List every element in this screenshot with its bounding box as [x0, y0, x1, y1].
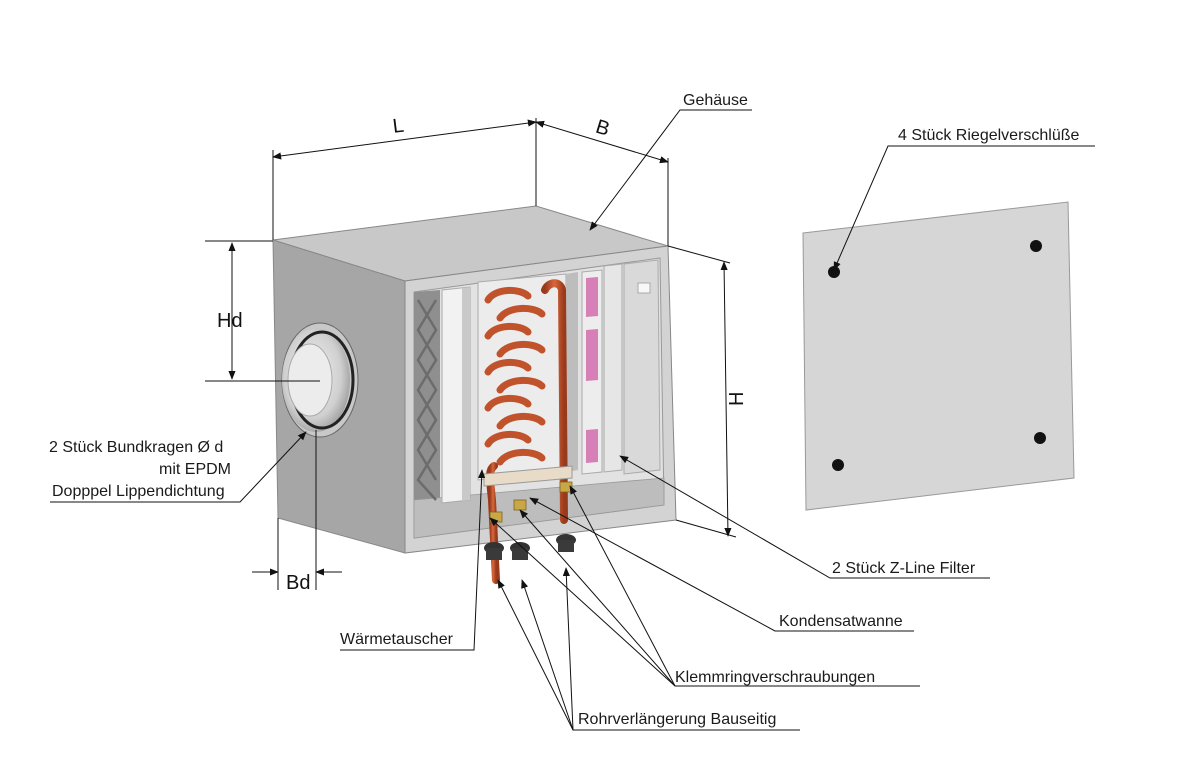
leader-lines [50, 109, 1095, 731]
interior-floor [413, 477, 665, 539]
latch-icon [1030, 240, 1042, 252]
latch-icon [828, 266, 840, 278]
latch-icon [832, 459, 844, 471]
label-pipe-extension: Rohrverlängerung Bauseitig [578, 711, 776, 728]
dim-label-B: B [593, 116, 612, 141]
inlet-lattice [416, 299, 438, 501]
dim-label-L: L [391, 115, 405, 138]
label-heat-exchanger: Wärmetauscher [340, 631, 454, 648]
latch-icon [1034, 432, 1046, 444]
service-panel [802, 201, 1075, 511]
dim-label-Bd: Bd [286, 572, 310, 594]
dim-label-H: H [726, 392, 748, 406]
z-line-filter-2 [581, 263, 623, 475]
label-latches: 4 Stück Riegelverschlüße [898, 127, 1080, 144]
interior-left-wall [414, 290, 440, 505]
duct-collar [281, 322, 359, 438]
z-line-filter-1 [441, 286, 471, 504]
label-collar-line-2: mit EPDM [159, 461, 231, 478]
dimension-lines [205, 118, 737, 590]
interior-back-wall [623, 259, 661, 475]
pipe-glands [484, 534, 576, 560]
copper-coil [484, 287, 546, 466]
condensate-pan [483, 465, 573, 487]
interior-bracket [637, 282, 651, 294]
label-filters: 2 Stück Z-Line Filter [832, 560, 976, 577]
label-condensate-pan: Kondensatwanne [779, 613, 903, 630]
label-housing: Gehäuse [683, 92, 748, 109]
label-collar-line-3: Dopppel Lippendichtung [52, 483, 225, 500]
label-compression-fittings: Klemmringverschraubungen [675, 669, 875, 686]
dim-label-Hd: Hd [217, 310, 243, 332]
label-collar-line-1: 2 Stück Bundkragen Ø d [49, 439, 223, 456]
